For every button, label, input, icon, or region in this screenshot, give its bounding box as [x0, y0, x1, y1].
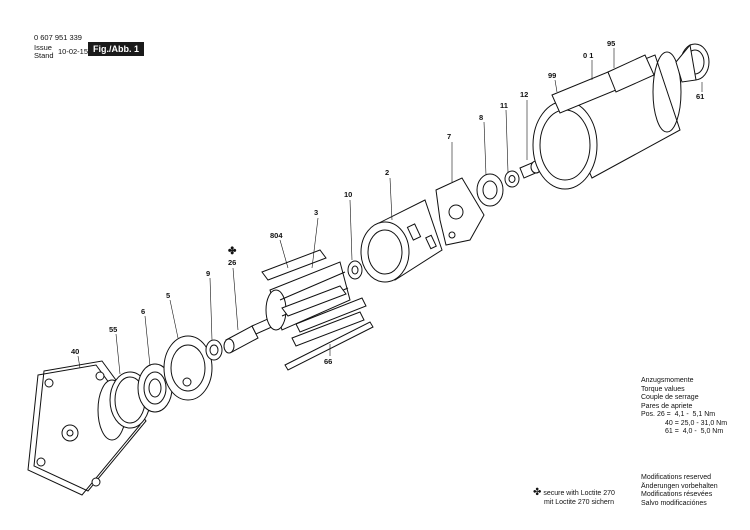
- torque-value-61: 61 = 4,0 - 5,0 Nm: [665, 428, 724, 435]
- part-11-washer: [504, 170, 520, 188]
- callout-2: 2: [385, 168, 390, 177]
- callout-9: 9: [206, 269, 211, 278]
- mods-es: Salvo modificaciónes: [641, 499, 707, 507]
- callout-8: 8: [479, 113, 484, 122]
- callout-26: 26: [228, 258, 237, 267]
- callout-10: 10: [344, 190, 353, 199]
- part-804-vanes: [261, 249, 367, 347]
- stand-label: Stand: [34, 51, 54, 60]
- torque-value-26: Pos. 26 = 4,1 - 5,1 Nm: [641, 411, 716, 418]
- modifications-block: Modifications reserved Änderungen vorbeh…: [641, 474, 718, 508]
- part-7-end-shield: [435, 177, 485, 246]
- loctite-symbol: ✤: [533, 487, 542, 498]
- figure-label: Fig./Abb. 1: [88, 42, 144, 56]
- part-10-washer: [347, 260, 363, 280]
- part-95-label: [607, 54, 655, 93]
- part-9-washer: [205, 339, 223, 361]
- callout-40: 40: [71, 347, 80, 356]
- part-26-bushing: [223, 317, 275, 354]
- callout-6: 6: [141, 307, 146, 316]
- issue-label: Issue: [34, 43, 52, 52]
- loctite-line-1: secure with Loctite 270: [543, 490, 615, 497]
- part-66-pin: [284, 321, 374, 371]
- loctite-legend: ✤ secure with Loctite 270 mit Loctite 27…: [533, 487, 615, 507]
- callout-99: 99: [548, 71, 557, 80]
- callout-3: 3: [314, 208, 319, 217]
- torque-heading-en: Torque values: [641, 385, 685, 393]
- torque-heading-de: Anzugsmomente: [641, 377, 694, 384]
- callout-55: 55: [109, 325, 118, 334]
- loctite-mark-26: ✤: [228, 246, 237, 257]
- part-5-end-shield: [163, 335, 213, 401]
- part-8-bearing: [476, 173, 504, 207]
- torque-values-block: Anzugsmomente Torque values Couple de se…: [641, 377, 727, 437]
- torque-heading-fr: Couple de serrage: [641, 394, 699, 401]
- callout-66: 66: [324, 357, 333, 366]
- mods-fr: Modifications résevées: [641, 491, 713, 498]
- callout-95: 95: [607, 39, 616, 48]
- part-number: 0 607 951 339: [34, 33, 82, 42]
- torque-value-40: 40 = 25,0 - 31,0 Nm: [665, 419, 728, 427]
- part-2-cylinder: [360, 199, 443, 283]
- callout-5: 5: [166, 291, 171, 300]
- loctite-line-2: mit Loctite 270 sichern: [544, 498, 615, 506]
- part-6-bearing: [137, 363, 173, 413]
- issue-date: 10-02-15: [58, 47, 89, 56]
- callout-11: 11: [500, 101, 508, 110]
- callout-804: 804: [270, 231, 283, 240]
- callout-61: 61: [696, 92, 705, 101]
- part-61-plug: [675, 43, 710, 83]
- torque-heading-es: Pares de apriete: [641, 402, 693, 410]
- mods-en: Modifications reserved: [641, 474, 712, 481]
- mods-de: Änderungen vorbehalten: [641, 482, 718, 490]
- callout-12: 12: [520, 90, 529, 99]
- callout-7: 7: [447, 132, 452, 141]
- callout-1: 0 1: [583, 51, 594, 60]
